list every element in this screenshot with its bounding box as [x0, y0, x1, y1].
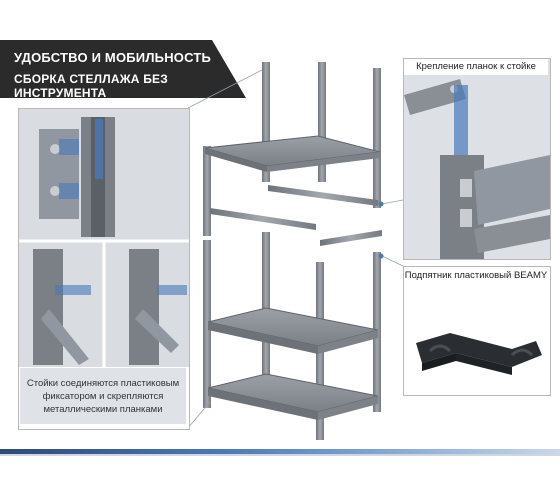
lower-post-middle: [262, 232, 270, 382]
lower-post-left: [203, 240, 211, 408]
upper-post-right: [318, 62, 326, 182]
beam-mount-label: Крепление планок к стойке: [404, 59, 548, 75]
upper-post-front: [203, 146, 211, 236]
upper-post-back: [373, 68, 381, 208]
post-connection-detail-panel: Стойки соединяются пластиковым фиксаторо…: [18, 108, 190, 430]
foot-cap-label: Подпятник пластиковый BEAMY: [404, 267, 548, 299]
banner-subtitle: СБОРКА СТЕЛЛАЖА БЕЗ ИНСТРУМЕНТА: [14, 72, 168, 100]
upper-post-left: [262, 62, 270, 182]
footer-accent-bar: [0, 449, 560, 454]
footer-divider: [0, 454, 560, 456]
banner-title: УДОБСТВО И МОБИЛЬНОСТЬ: [14, 50, 212, 65]
beam-middle-right: [320, 230, 382, 246]
beam-mount-detail-panel: [403, 58, 551, 260]
post-connection-caption: Стойки соединяются пластиковым фиксаторо…: [20, 368, 186, 424]
beam-mount-illustration: [404, 59, 550, 259]
plastic-foot-illustration: [416, 333, 542, 375]
beam-upper-right: [268, 185, 378, 206]
post-connector-illustration: [19, 109, 189, 367]
beam-middle-left: [210, 208, 316, 230]
title-banner: УДОБСТВО И МОБИЛЬНОСТЬ СБОРКА СТЕЛЛАЖА Б…: [0, 40, 246, 98]
